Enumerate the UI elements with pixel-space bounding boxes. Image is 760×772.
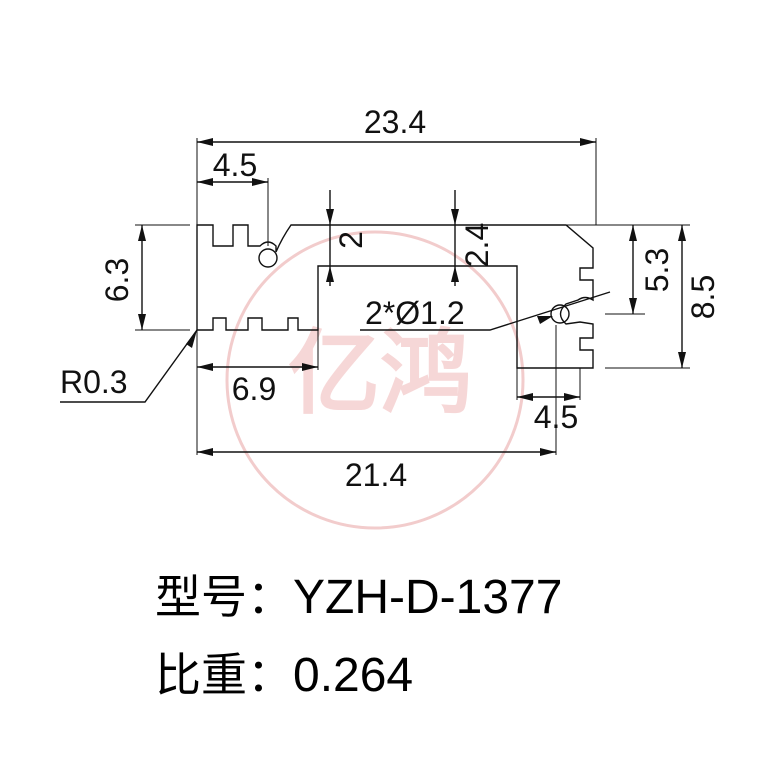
weight-label: 比重： [155,648,293,702]
hole-right [550,304,570,324]
extension-lines [135,138,690,455]
dim-holes: 2*Ø1.2 [365,295,465,331]
dim-bottom-width: 21.4 [345,457,407,493]
model-value: YZH-D-1377 [293,571,563,624]
technical-drawing: 亿鸿 [60,104,721,530]
weight-value: 0.264 [293,649,414,702]
dim-slot-depth: 2 [333,231,369,249]
dim-top-left-width: 4.5 [213,147,257,183]
dim-corner-radius: R0.3 [60,364,128,400]
dim-total-height: 8.5 [685,275,721,319]
hole-left [258,248,278,268]
model-row: 型号：YZH-D-1377 [155,574,562,622]
dim-left-height: 6.3 [99,258,135,302]
watermark-seal: 亿鸿 [225,230,525,530]
dim-right-inner-height: 5.3 [639,248,675,292]
dim-step-height: 2.4 [459,223,495,267]
dim-bottom-right-width: 4.5 [534,399,578,435]
model-label: 型号： [155,570,293,624]
weight-row: 比重：0.264 [155,652,413,700]
profile-outline [196,224,594,369]
arrowheads [138,138,686,456]
dim-total-width: 23.4 [364,104,426,140]
dim-bottom-left-width: 6.9 [232,371,276,407]
watermark-text: 亿鸿 [288,320,472,427]
